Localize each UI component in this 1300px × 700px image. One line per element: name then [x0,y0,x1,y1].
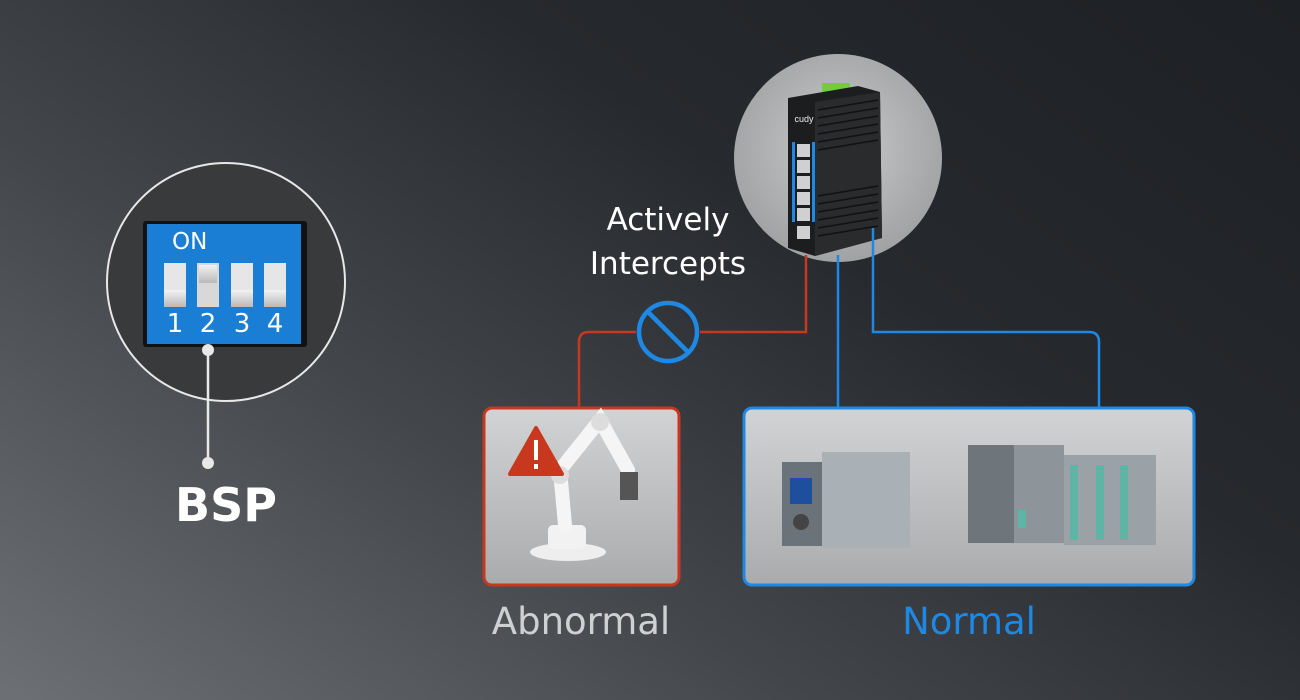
plc-controller-2 [968,445,1156,545]
abnormal-label: Abnormal [491,600,671,643]
dip-number-1: 1 [166,309,184,339]
normal-devices-box [742,406,1196,587]
prohibited-icon [636,300,700,364]
warning-icon [508,426,564,476]
dip-toggle-4 [264,263,286,307]
dip-on-label: ON [172,229,208,255]
normal-link-2 [871,228,1101,408]
intercept-line-1: Actively [606,202,730,238]
dip-number-2: 2 [199,309,217,339]
dip-toggle-2 [197,263,219,307]
dip-toggle-1 [164,263,186,307]
dip-switch-callout [106,162,346,469]
bsp-caption: BSP [175,478,277,532]
dip-number-3: 3 [233,309,251,339]
blocked-link-right [700,255,808,334]
ethernet-ports [797,144,810,239]
abnormal-device-box [482,406,681,587]
cudy-logo: cudy [794,114,814,124]
intercept-line-2: Intercepts [589,246,747,282]
dip-number-4: 4 [266,309,284,339]
industrial-switch-device: cudy [734,54,942,262]
normal-label: Normal [902,600,1036,643]
blocked-link-left [577,330,636,408]
dip-toggle-3 [231,263,253,307]
plc-controller-1 [782,452,910,548]
